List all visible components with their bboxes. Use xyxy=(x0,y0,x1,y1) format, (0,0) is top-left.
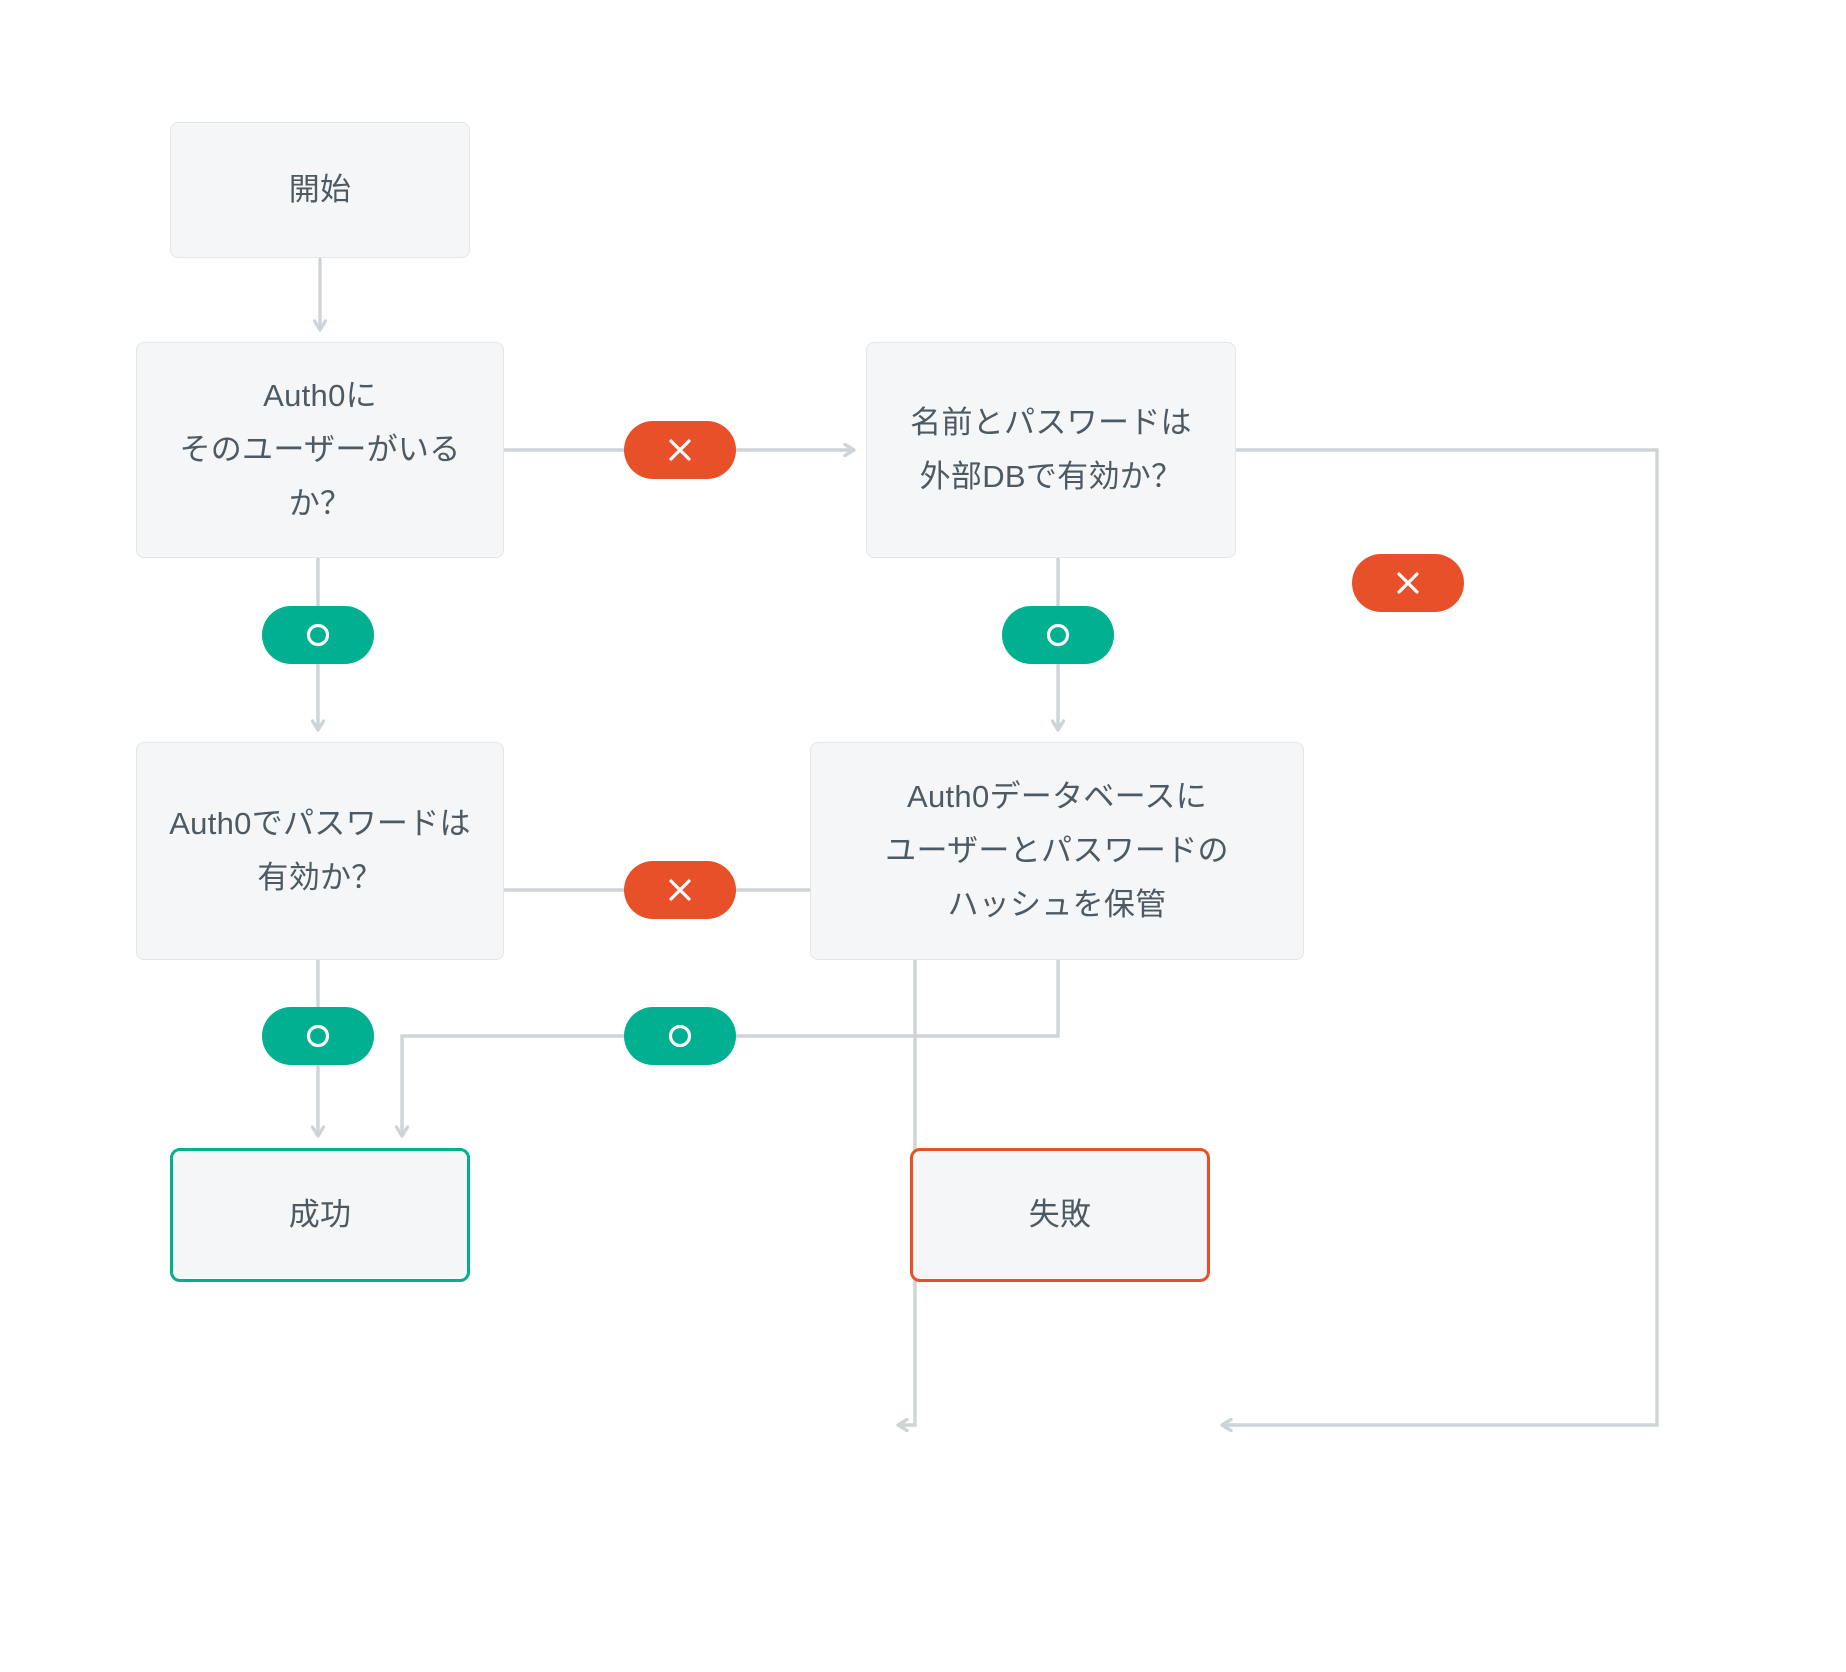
cross-icon xyxy=(669,879,691,901)
cross-icon xyxy=(669,439,691,461)
circle-icon xyxy=(668,1024,692,1048)
node-start-label: 開始 xyxy=(288,171,352,207)
badge-no-external-db-valid[interactable] xyxy=(1352,554,1464,612)
circle-icon xyxy=(1046,623,1070,647)
circle-icon xyxy=(306,623,330,647)
node-start[interactable]: 開始 xyxy=(170,122,470,258)
node-auth0-password-valid[interactable]: Auth0でパスワードは 有効か？ xyxy=(136,742,504,960)
node-failure[interactable]: 失敗 xyxy=(910,1148,1210,1282)
node-store-hash[interactable]: Auth0データベースに ユーザーとパスワードの ハッシュを保管 xyxy=(810,742,1304,960)
node-store-hash-label: Auth0データベースに ユーザーとパスワードの ハッシュを保管 xyxy=(885,778,1229,923)
badge-no-auth0-password-valid[interactable] xyxy=(624,861,736,919)
node-failure-label: 失敗 xyxy=(1028,1196,1092,1232)
badge-yes-store-hash[interactable] xyxy=(624,1007,736,1065)
node-auth0-user-exists[interactable]: Auth0に そのユーザーがいるか？ xyxy=(136,342,504,558)
node-auth0-password-valid-label: Auth0でパスワードは 有効か？ xyxy=(169,805,471,895)
node-external-db-valid[interactable]: 名前とパスワードは 外部DBで有効か？ xyxy=(866,342,1236,558)
edge-auth0pw-to-failure xyxy=(504,888,917,1425)
badge-yes-auth0-user-exists[interactable] xyxy=(262,606,374,664)
node-success[interactable]: 成功 xyxy=(170,1148,470,1282)
circle-icon xyxy=(306,1024,330,1048)
node-auth0-user-exists-label: Auth0に そのユーザーがいるか？ xyxy=(179,377,461,522)
badge-yes-external-db-valid[interactable] xyxy=(1002,606,1114,664)
badge-no-auth0-user-exists[interactable] xyxy=(624,421,736,479)
cross-icon xyxy=(1397,572,1419,594)
node-success-label: 成功 xyxy=(288,1196,352,1232)
node-external-db-valid-label: 名前とパスワードは 外部DBで有効か？ xyxy=(910,404,1192,494)
badge-yes-auth0-password-valid[interactable] xyxy=(262,1007,374,1065)
